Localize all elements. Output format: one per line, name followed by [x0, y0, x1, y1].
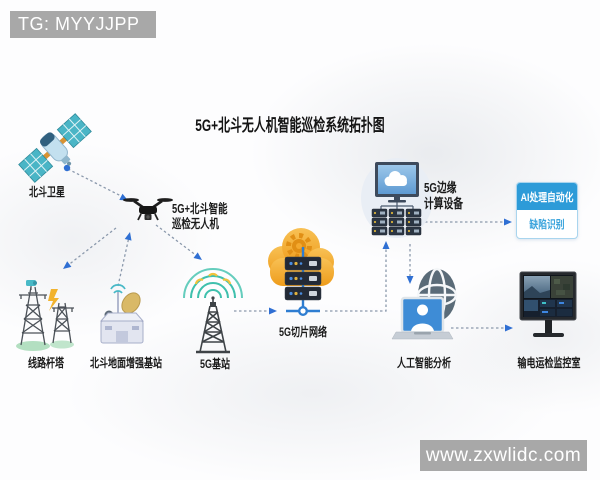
label-ground-station: 北斗地面增强基站	[89, 356, 163, 370]
label-drone-line2: 巡检无人机	[172, 217, 219, 231]
label-base-station: 5G基站	[199, 357, 231, 371]
watermark-website: www.zxwlidc.com	[420, 440, 587, 471]
lightning-icon	[48, 289, 59, 311]
laptop-icon	[391, 296, 454, 340]
link-station-drone	[117, 236, 130, 287]
5g-base-station-icon	[183, 268, 243, 354]
ground-station-icon	[99, 283, 145, 344]
arrow-to-monitor	[505, 324, 513, 332]
link-network-edge	[325, 247, 387, 312]
arrow-to-edge	[382, 241, 390, 249]
diagram-title: 5G+北斗无人机智能巡检系统拓扑图	[195, 116, 385, 135]
arrow-to-network	[269, 307, 277, 315]
label-edge-line2: 计算设备	[424, 196, 464, 211]
tower-camera-icon	[26, 280, 36, 286]
transmission-towers-icon	[16, 280, 74, 351]
label-drone-line1: 5G+北斗智能	[172, 202, 228, 216]
arrow-to-aibox	[504, 218, 512, 226]
link-drone-basestation	[155, 224, 198, 257]
connector-lines	[66, 168, 505, 329]
5g-slice-network-icon	[268, 228, 334, 317]
link-drone-towers	[66, 227, 117, 267]
label-towers: 线路杆塔	[27, 356, 65, 370]
ai-processing-label-wrap: AI处理自动化	[517, 183, 577, 210]
label-slice-network: 5G切片网络	[278, 325, 328, 339]
dashboard-panels	[524, 276, 573, 317]
ai-processing-label: AI处理自动化	[520, 191, 574, 204]
arrow-to-analysis	[406, 276, 414, 284]
signal-sparks-icon	[194, 272, 232, 285]
arrow-to-basestation	[193, 252, 202, 260]
arrow-to-towers	[63, 261, 72, 269]
defect-recognition-label: 缺陷识别	[529, 218, 565, 231]
edge-server-rack-icon	[371, 208, 422, 236]
arrow-to-drone-2	[124, 232, 132, 241]
label-ai-analysis: 人工智能分析	[396, 356, 452, 370]
defect-recognition-label-wrap: 缺陷识别	[517, 210, 577, 237]
link-satellite-drone	[67, 168, 122, 197]
satellite-link-dot	[63, 164, 71, 172]
label-edge-line1: 5G边缘	[424, 180, 457, 195]
monitor-room-icon	[519, 271, 577, 337]
screen-cloud-icon	[384, 171, 407, 186]
drone-icon	[123, 198, 173, 221]
ai-analysis-icon	[391, 267, 458, 340]
network-node-icon	[298, 306, 309, 317]
beidou-satellite-icon	[18, 113, 92, 183]
label-satellite: 北斗卫星	[28, 185, 66, 199]
ai-processing-box: AI处理自动化 缺陷识别	[516, 182, 578, 239]
edge-computing-icon	[361, 158, 433, 238]
cloud-server-stack-icon	[284, 256, 322, 301]
connector-arrows	[63, 164, 513, 332]
label-monitor-room: 输电运检监控室	[517, 356, 581, 370]
watermark-telegram: TG: MYYJJPP	[10, 11, 156, 38]
